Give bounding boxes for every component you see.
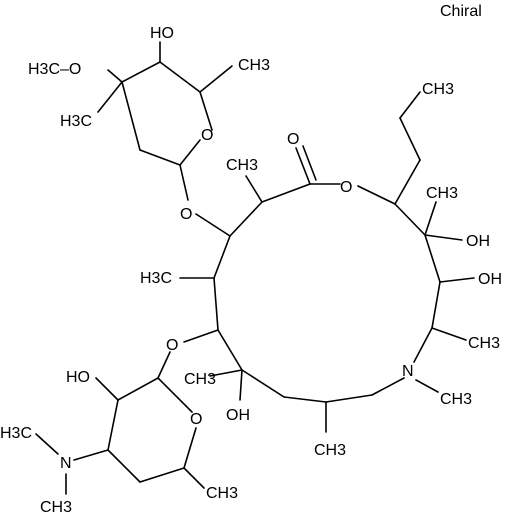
- desosamine-methyl-label: CH3: [206, 485, 238, 502]
- desosamine-hydroxyl-label: HO: [66, 369, 90, 386]
- cladinose-methyl-left-label: H3C: [60, 113, 92, 130]
- glycosidic-oxygen-1: O: [180, 206, 192, 223]
- cladinose-ring-oxygen: O: [201, 127, 213, 144]
- dimethylamino-nitrogen: N: [60, 455, 72, 472]
- c4-methyl-label: H3C: [140, 270, 172, 287]
- desosamine-ring: [73, 351, 205, 489]
- n-methyl-label: CH3: [440, 391, 472, 408]
- c10-methyl-label: CH3: [468, 335, 500, 352]
- macrolactone-ring: [213, 145, 441, 403]
- cladinose-methyl-label: CH3: [238, 57, 270, 74]
- chiral-flag: Chiral: [440, 3, 482, 20]
- lactone-ring-oxygen: O: [340, 179, 352, 196]
- cladinose-oh-label: HO: [150, 25, 174, 42]
- propyl-methyl-label: CH3: [422, 81, 454, 98]
- c11-hydroxyl-label: OH: [478, 271, 502, 288]
- dimethylamino-methyl-1: H3C: [0, 425, 32, 442]
- c2-methyl-label: CH3: [226, 157, 258, 174]
- c6-methyl-label: CH3: [184, 371, 216, 388]
- c12-hydroxyl-label: OH: [466, 233, 490, 250]
- cladinose-methoxy-label: H3C–O: [28, 61, 81, 78]
- c12-methyl-label: CH3: [426, 185, 458, 202]
- ring-amine-nitrogen: N: [402, 363, 414, 380]
- dimethylamino-methyl-2: CH3: [40, 499, 72, 516]
- propyl-chain: [394, 91, 421, 205]
- cladinose-ring: [97, 41, 233, 201]
- lactone-carbonyl-oxygen: O: [287, 131, 299, 148]
- desosamine-ring-oxygen: O: [190, 411, 202, 428]
- glycosidic-oxygen-2: O: [166, 337, 178, 354]
- c8-methyl-label: CH3: [314, 442, 346, 459]
- c6-hydroxyl-label: OH: [226, 407, 250, 424]
